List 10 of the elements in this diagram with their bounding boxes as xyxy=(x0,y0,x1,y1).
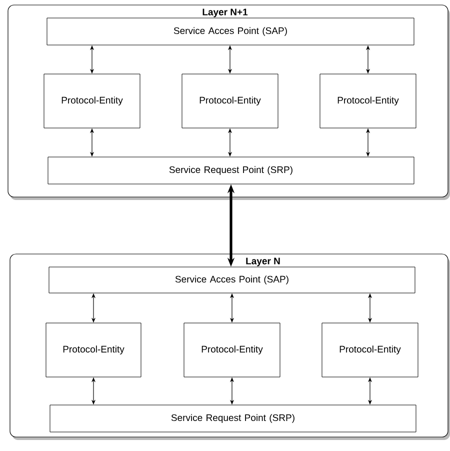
entity-box: Protocol-Entity xyxy=(184,322,280,378)
access-point-box: Service Request Point (SRP) xyxy=(48,156,414,184)
entity-box: Protocol-Entity xyxy=(46,322,142,378)
access-point-box: Service Acces Point (SAP) xyxy=(48,266,416,294)
entity-box: Protocol-Entity xyxy=(182,74,278,128)
entity-box: Protocol-Entity xyxy=(320,74,416,128)
access-point-box: Service Request Point (SRP) xyxy=(50,404,416,432)
access-point-box: Service Acces Point (SAP) xyxy=(46,18,414,46)
entity-box: Protocol-Entity xyxy=(44,74,140,128)
entity-box: Protocol-Entity xyxy=(322,322,418,378)
